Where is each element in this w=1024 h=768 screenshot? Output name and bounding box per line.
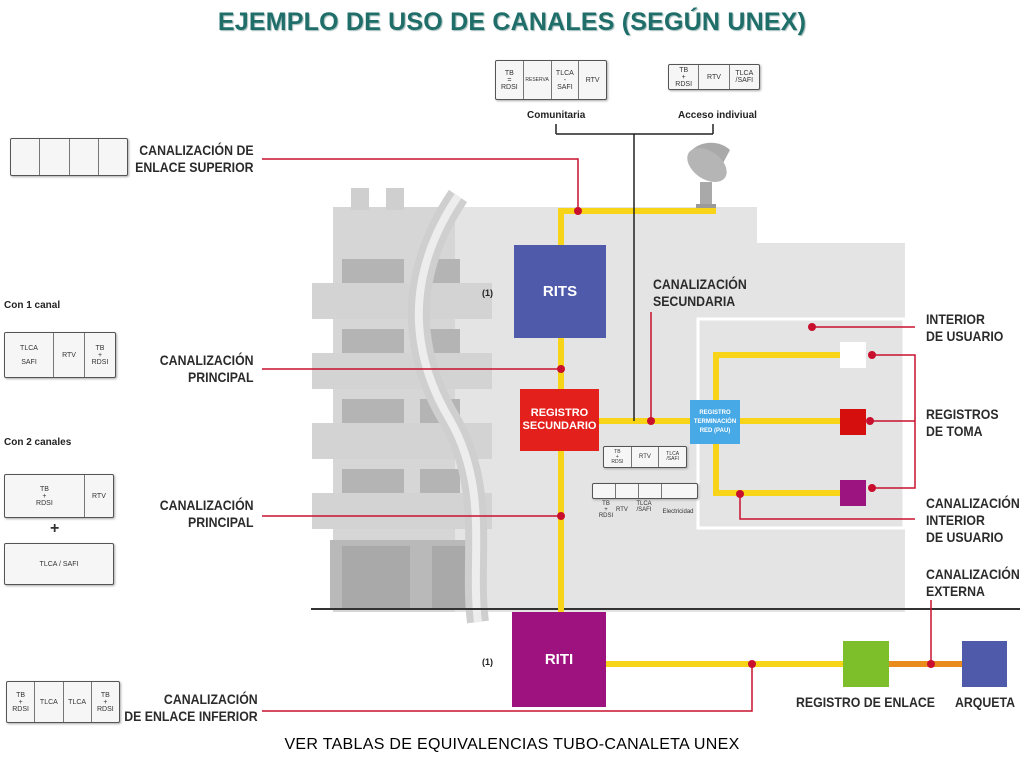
footer-caption: VER TABLAS DE EQUIVALENCIAS TUBO-CANALET… xyxy=(284,736,740,753)
ground-window xyxy=(342,546,410,608)
label-registro-enlace: REGISTRO DE ENLACE xyxy=(796,694,935,710)
duct-cell: TLCA /SAFI xyxy=(666,451,680,462)
duct-cell xyxy=(99,139,127,175)
registro-secundario-line-2: SECUNDARIO xyxy=(522,420,597,432)
duct-center-lower-label: RTV xyxy=(616,507,628,513)
duct-cell: TB + RDSI xyxy=(97,691,114,713)
duct-comunitaria: TB = RDSI RESERVA TLCA - SAFI RTV xyxy=(495,60,607,100)
window xyxy=(342,469,404,493)
duct-cell xyxy=(662,484,697,498)
duct-center-upper: TB + RDSI RTV TLCA /SAFI xyxy=(603,446,687,468)
satellite-dish-icon xyxy=(687,142,730,210)
duct-cell: TB + RDSI xyxy=(7,682,36,722)
arqueta-box xyxy=(962,641,1007,687)
duct-cell: TLCA SAFI xyxy=(5,333,54,377)
rits-label: RITS xyxy=(542,283,578,300)
label-enlace-inferior: CANALIZACIÓN DE ENLACE INFERIOR xyxy=(124,691,258,724)
label-comunitaria: Comunitaria xyxy=(527,110,586,121)
duct-cell: TLCA - SAFI xyxy=(552,61,580,99)
duct-cell: TB + RDSI xyxy=(5,475,85,517)
label-registros-toma: REGISTROS DE TOMA xyxy=(926,406,999,439)
rits-box: RITS xyxy=(514,245,606,338)
duct-cell: RTV xyxy=(585,76,600,84)
duct-cell xyxy=(593,484,616,498)
duct-cell: RTV xyxy=(632,447,660,467)
duct-two-channels-b: TLCA / SAFI xyxy=(4,543,114,585)
riti-box: RITI xyxy=(512,612,606,707)
duct-two-channels-a: TB + RDSI RTV xyxy=(4,474,114,518)
toma-purple-box xyxy=(840,480,866,506)
label-principal-1: CANALIZACIÓN PRINCIPAL xyxy=(160,352,254,385)
pau-line-2: TERMINACIÓN xyxy=(693,418,737,425)
window xyxy=(342,259,404,283)
toma-white-box xyxy=(840,342,866,368)
feed-lines xyxy=(555,124,714,421)
label-acceso-individual: Acceso indiviual xyxy=(678,110,757,121)
page-title: EJEMPLO DE USO DE CANALES (SEGÚN UNEX) xyxy=(217,8,807,36)
toma-red-box xyxy=(840,409,866,435)
duct-cell xyxy=(70,139,99,175)
duct-cell: RTV xyxy=(699,65,730,89)
duct-cell xyxy=(616,484,639,498)
registro-secundario-line-1: REGISTRO xyxy=(530,407,589,419)
label-enlace-superior: CANALIZACIÓN DE ENLACE SUPERIOR xyxy=(135,142,254,175)
plus-sign: + xyxy=(50,520,60,537)
balcony-4 xyxy=(312,493,492,529)
window xyxy=(420,469,460,493)
chimney-1 xyxy=(351,188,369,210)
duct-one-channel: TLCA SAFI RTV TB + RDSI xyxy=(4,332,116,378)
riti-label: RITI xyxy=(544,651,574,668)
duct-cell: TLCA /SAFI xyxy=(735,70,754,84)
building xyxy=(311,188,1020,624)
duct-enlace-superior xyxy=(10,138,128,176)
duct-cell: RTV xyxy=(91,492,106,500)
duct-cell xyxy=(11,139,41,175)
duct-cell: RESERVA xyxy=(524,61,552,99)
duct-cell: TB + RDSI xyxy=(669,65,700,89)
duct-acceso-individual: TB + RDSI RTV TLCA /SAFI xyxy=(668,64,760,90)
pau-line-3: RED (PAU) xyxy=(699,427,731,434)
pointer-dots xyxy=(557,207,935,668)
balcony-2 xyxy=(312,353,492,389)
registro-enlace-box xyxy=(843,641,889,687)
label-canal-externa: CANALIZACIÓN EXTERNA xyxy=(926,566,1020,599)
registro-secundario-box: REGISTRO SECUNDARIO xyxy=(520,389,599,451)
label-secundaria: CANALIZACIÓN SECUNDARIA xyxy=(653,276,747,309)
duct-center-lower-label: Electricidad xyxy=(662,509,694,515)
duct-cell: TB + RDSI xyxy=(604,447,632,467)
duct-cell: TLCA xyxy=(64,682,92,722)
label-arqueta: ARQUETA xyxy=(955,694,1016,710)
pointer-lines xyxy=(262,158,932,712)
chimney-2 xyxy=(386,188,404,210)
label-canal-interior-usuario: CANALIZACIÓN INTERIOR DE USUARIO xyxy=(926,495,1020,545)
duct-center-lower-label: TB + RDSI xyxy=(598,501,614,519)
pau-line-1: REGISTRO xyxy=(699,409,731,416)
pau-box: REGISTRO TERMINACIÓN RED (PAU) xyxy=(690,400,740,444)
duct-cell xyxy=(639,484,662,498)
label-principal-2: CANALIZACIÓN PRINCIPAL xyxy=(160,497,254,530)
window xyxy=(342,399,404,423)
duct-enlace-inferior: TB + RDSI TLCA TLCA TB + RDSI xyxy=(6,681,120,723)
section-cut-highlight xyxy=(414,193,482,623)
duct-cell: TLCA xyxy=(35,682,64,722)
label-con-1-canal: Con 1 canal xyxy=(4,300,61,311)
balcony-1 xyxy=(312,283,492,319)
duct-center-lower-label: TLCA /SAFI xyxy=(636,501,652,513)
duct-cell xyxy=(40,139,70,175)
duct-cell: TLCA / SAFI xyxy=(39,560,79,568)
duct-center-lower xyxy=(592,483,698,499)
label-con-2-canales: Con 2 canales xyxy=(4,437,72,448)
window xyxy=(342,329,404,353)
duct-cell: TB = RDSI xyxy=(496,61,524,99)
duct-cell: TB + RDSI xyxy=(91,344,109,366)
label-interior-usuario: INTERIOR DE USUARIO xyxy=(926,311,1004,344)
reference-mark: (1) xyxy=(482,288,493,298)
reference-mark: (1) xyxy=(482,657,493,667)
duct-cell: RTV xyxy=(54,333,85,377)
